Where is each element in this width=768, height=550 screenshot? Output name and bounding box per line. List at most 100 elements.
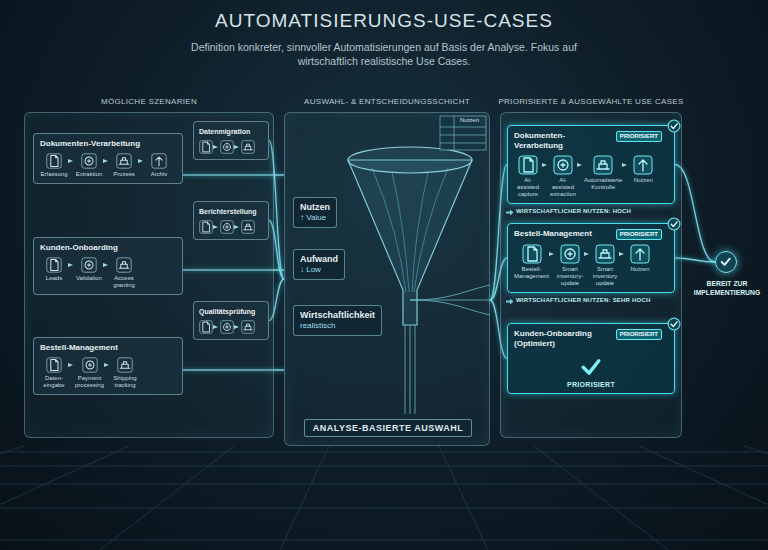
step: Erfassung — [40, 153, 68, 178]
step-icon — [116, 257, 132, 273]
step-arrow — [213, 224, 219, 230]
step-arrow — [234, 324, 240, 330]
badge-text: PRIORISIERT — [620, 231, 658, 238]
title: AUTOMATISIERUNGS-USE-CASES — [0, 10, 768, 32]
step-icon — [560, 244, 580, 264]
column-heading: MÖGLICHE SZENARIEN — [0, 97, 303, 106]
step-arrow — [577, 162, 583, 168]
step-row: Daten-eingabePayment processingShipping … — [40, 357, 176, 389]
column-heading: AUSWAHL- & ENTSCHEIDUNGSSCHICHT — [255, 97, 519, 106]
scenario-card: Qualitätsprüfung — [193, 301, 269, 340]
status-text: PRIORISIERT — [514, 381, 668, 388]
step-arrow — [584, 251, 590, 257]
step-icon — [630, 244, 650, 264]
card-title: Bestell-Management — [40, 343, 176, 353]
step-icon — [117, 357, 133, 373]
step-arrow — [549, 251, 555, 257]
step — [220, 220, 234, 234]
step-arrow — [234, 144, 240, 150]
step-label: Prozess — [113, 171, 135, 178]
step — [199, 220, 213, 234]
status-badge: PRIORISIERT — [616, 329, 662, 340]
step: Automatisierte Kontrolle — [584, 155, 622, 191]
card-title: Dokumenten-Verarbeitung — [514, 131, 612, 151]
panel: PRIORISIERTE & AUSGEWÄHLTE USE CASESDoku… — [500, 112, 682, 438]
step-icon — [82, 357, 98, 373]
criterion-tag: Wirtschaftlichkeitrealistisch — [293, 305, 382, 336]
step-icon — [151, 153, 167, 169]
step-icon — [199, 220, 213, 234]
step-label: Automatisierte Kontrolle — [584, 177, 622, 191]
step-row: Leads Validation Access granting — [40, 257, 176, 289]
criterion-name: Wirtschaftlichkeit — [300, 310, 375, 321]
scenario-card: Bestell-ManagementDaten-eingabe Payment p… — [33, 337, 183, 395]
step-icon — [241, 140, 255, 154]
card-header: Bestell-Management PRIORISIERT — [514, 229, 668, 240]
card-title: Bestell-Management — [514, 229, 612, 239]
step: Leads — [40, 257, 68, 282]
step — [199, 320, 213, 334]
step-arrow — [68, 362, 74, 368]
step-label: Smart inventory update — [591, 266, 619, 287]
criterion-value: ↑ Value — [300, 213, 330, 223]
scenario-card: Kunden-OnboardingLeads Validation Access g… — [33, 237, 183, 295]
step: AI-assisted extraction — [549, 155, 577, 198]
step-arrow — [68, 158, 74, 164]
card-title: Berichterstellung — [199, 207, 263, 216]
card-title: Dokumenten-Verarbeitung — [40, 139, 176, 149]
card-header: Dokumenten-Verarbeitung — [40, 139, 176, 149]
selected-use-case: Kunden-Onboarding (Optimiert)PRIORISIERT… — [507, 323, 675, 394]
step-icon — [199, 320, 213, 334]
step — [220, 140, 234, 154]
criterion-tag: Aufwand↓ Low — [293, 249, 345, 280]
step-row: Bestell-ManagementSmart inventory-update… — [514, 244, 668, 287]
step-label: Validation — [76, 275, 102, 282]
step-label: Smart inventory-update — [556, 266, 584, 287]
step-icon — [633, 155, 653, 175]
card-title: Qualitätsprüfung — [199, 307, 263, 316]
step — [199, 140, 213, 154]
step-arrow — [542, 162, 548, 168]
step-icon — [199, 140, 213, 154]
step: Extraktion — [75, 153, 103, 178]
step: Validation — [75, 257, 103, 282]
panel: MÖGLICHE SZENARIENDokumenten-Verarbeitun… — [24, 112, 274, 438]
step-label: Access granting — [110, 275, 138, 289]
criterion-name: Aufwand — [300, 254, 338, 265]
annotation: Nutzen — [460, 117, 479, 123]
step-label: AI-assisted extraction — [549, 177, 577, 198]
step-icon — [46, 357, 62, 373]
check-mark — [716, 252, 735, 271]
badge-text: PRIORISIERT — [620, 331, 658, 338]
step: Payment processing — [75, 357, 104, 389]
step: Prozess — [110, 153, 138, 178]
step-label: Nutzen — [634, 177, 653, 184]
step: Nutzen — [629, 155, 657, 184]
step — [241, 140, 255, 154]
step-arrow — [619, 251, 625, 257]
step-icon — [518, 155, 538, 175]
criterion-value: realistisch — [300, 321, 375, 331]
card-title: Kunden-Onboarding — [40, 243, 176, 253]
step-icon — [46, 257, 62, 273]
step: Bestell-Management — [514, 244, 549, 280]
status-label: BEREIT ZUR IMPLEMENTIERUNG — [689, 279, 765, 297]
annotation: WIRTSCHAFTLICHER NUTZEN: HOCH — [516, 208, 631, 214]
step-arrow — [213, 144, 219, 150]
step-label: Extraktion — [76, 171, 103, 178]
step-label: Daten-eingabe — [40, 375, 68, 389]
criterion-value: ↓ Low — [300, 265, 338, 275]
step: Nutzen — [626, 244, 654, 273]
check-badge — [667, 317, 681, 331]
card-title: Datenmigration — [199, 127, 263, 136]
status-badge: PRIORISIERT — [616, 131, 662, 142]
step-label: AI-assisted capture — [514, 177, 542, 198]
step — [220, 320, 234, 334]
step-label: Leads — [46, 275, 62, 282]
step-icon — [241, 220, 255, 234]
check-badge — [667, 217, 681, 231]
step — [241, 220, 255, 234]
step: Smart inventory-update — [556, 244, 584, 287]
step-icon — [220, 220, 234, 234]
step: Archiv — [145, 153, 173, 178]
